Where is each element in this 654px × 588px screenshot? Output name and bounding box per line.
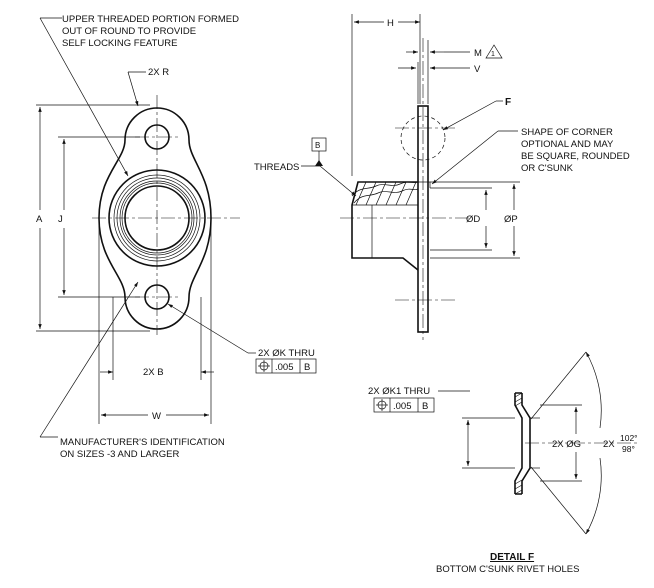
note-corner-2: OPTIONAL AND MAY bbox=[521, 139, 614, 150]
detail-subtitle: BOTTOM C'SUNK RIVET HOLES bbox=[436, 564, 579, 575]
note-mfr-id-2: ON SIZES -3 AND LARGER bbox=[60, 449, 179, 460]
fcf-k1-tol: .005 bbox=[393, 401, 412, 412]
flange-outline bbox=[98, 107, 212, 330]
callout-k-thru: 2X ØK THRU bbox=[258, 348, 315, 359]
dim-w: W bbox=[152, 411, 161, 422]
threads-label: THREADS bbox=[254, 162, 299, 173]
dim-b: 2X B bbox=[143, 367, 164, 378]
fcf-k-datum: B bbox=[304, 362, 310, 373]
note-flag-number: 1 bbox=[491, 51, 495, 58]
dim-j: J bbox=[58, 214, 63, 225]
fcf-k-tol: .005 bbox=[275, 362, 294, 373]
dim-g: 2X ØG bbox=[552, 439, 581, 450]
dim-a: A bbox=[36, 214, 43, 225]
datum-b-label: B bbox=[315, 141, 320, 150]
detail-f-label: F bbox=[505, 97, 511, 108]
dim-d: ØD bbox=[466, 214, 480, 225]
dim-radius: 2X R bbox=[148, 67, 169, 78]
detail-f-view: 2X ØG 2X 102° 98° 2X ØK1 THRU .005 B DET… bbox=[368, 351, 640, 575]
fcf-k: .005 B bbox=[255, 358, 317, 374]
dim-m: M bbox=[474, 48, 482, 59]
note-corner-3: BE SQUARE, ROUNDED bbox=[521, 151, 630, 162]
thread-hatch bbox=[351, 181, 419, 206]
dim-angle-max: 102° bbox=[620, 433, 638, 443]
dim-p: ØP bbox=[504, 214, 518, 225]
detail-title: DETAIL F bbox=[490, 552, 534, 563]
barrel-shank bbox=[351, 181, 419, 271]
detail-f-circle bbox=[400, 115, 446, 161]
note-corner-1: SHAPE OF CORNER bbox=[521, 127, 613, 138]
side-view: H M 1 V F SHAPE OF CORNER OPTIONAL AND M… bbox=[254, 14, 630, 340]
note-upper-threaded-1: UPPER THREADED PORTION FORMED bbox=[62, 14, 239, 25]
note-upper-threaded-3: SELF LOCKING FEATURE bbox=[62, 38, 177, 49]
csk-profile bbox=[521, 393, 531, 494]
note-flag-icon bbox=[485, 44, 503, 59]
note-mfr-id-1: MANUFACTURER'S IDENTIFICATION bbox=[60, 437, 225, 448]
fcf-k1: .005 B bbox=[373, 397, 435, 413]
note-corner-4: OR C'SUNK bbox=[521, 163, 574, 174]
dim-h: H bbox=[387, 18, 394, 29]
dim-angle-min: 98° bbox=[622, 444, 635, 454]
callout-k1-thru: 2X ØK1 THRU bbox=[368, 386, 430, 397]
dim-angle-prefix: 2X bbox=[603, 439, 615, 450]
dim-v: V bbox=[474, 64, 481, 75]
plan-view: A J 2X R UPPER THREADED PORTION FORMED O… bbox=[36, 14, 317, 460]
fcf-k1-datum: B bbox=[422, 401, 428, 412]
note-upper-threaded-2: OUT OF ROUND TO PROVIDE bbox=[62, 26, 196, 37]
